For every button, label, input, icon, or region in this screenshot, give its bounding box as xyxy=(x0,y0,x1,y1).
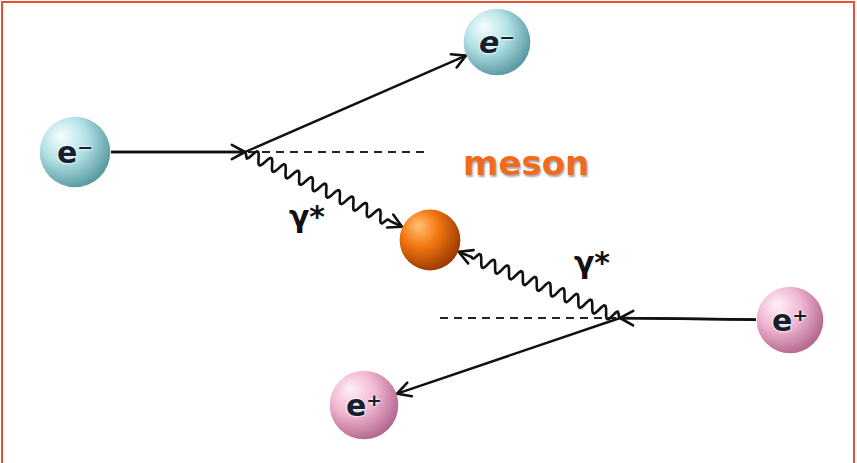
particle-line xyxy=(111,54,466,159)
particle-symbol: e⁻ xyxy=(479,25,515,60)
sphere-fill xyxy=(40,117,111,188)
sphere-fill xyxy=(757,287,824,354)
electron-sphere: e⁻ xyxy=(39,116,111,188)
photon-label: γ* xyxy=(286,200,328,233)
connector-path xyxy=(111,151,402,226)
sphere-shape xyxy=(399,209,461,271)
arrow-head xyxy=(387,215,402,228)
arrow-head xyxy=(459,250,474,263)
sphere-fill xyxy=(400,210,461,271)
positron-sphere: e⁺ xyxy=(329,370,399,440)
sphere-fill xyxy=(330,371,399,440)
arrow-head xyxy=(451,54,466,67)
particle-symbol: e⁺ xyxy=(772,303,808,338)
photon-line xyxy=(111,151,402,227)
particle-symbol: e⁺ xyxy=(346,388,382,423)
particle-name: meson xyxy=(463,143,589,183)
particle-symbol: e⁻ xyxy=(57,135,93,170)
meson-sphere: meson xyxy=(399,209,461,271)
electron-sphere: e⁻ xyxy=(463,8,531,76)
sphere-fill xyxy=(464,9,531,76)
dashed-guide xyxy=(440,317,618,319)
positron-sphere: e⁺ xyxy=(756,286,824,354)
particle-line xyxy=(397,311,756,396)
dashed-guide xyxy=(248,151,430,153)
arrow-head xyxy=(397,383,412,397)
connector-path xyxy=(111,56,466,152)
connector-path xyxy=(397,318,756,394)
photon-label: γ* xyxy=(571,246,613,279)
